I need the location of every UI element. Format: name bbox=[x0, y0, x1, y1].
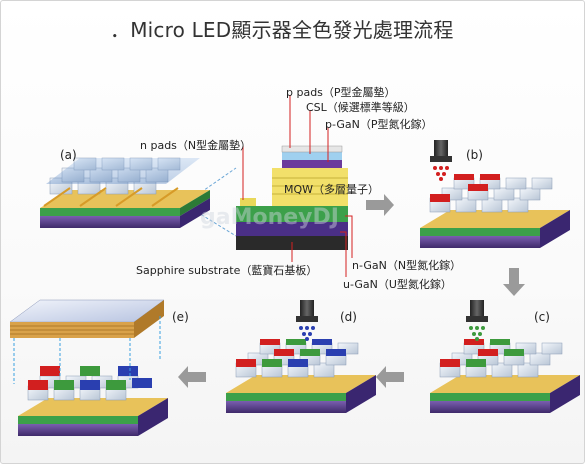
array-a bbox=[40, 157, 210, 228]
zoom-guide-bottom bbox=[196, 211, 237, 237]
panel-label-d: (d) bbox=[340, 310, 357, 324]
u-gan-layer bbox=[236, 222, 348, 236]
label-mqw: MQW（多層量子） bbox=[284, 183, 380, 196]
label-n-gan: n-GaN（N型氮化鎵） bbox=[352, 259, 462, 272]
figure-title: ．Micro LED顯示器全色發光處理流程 bbox=[110, 18, 454, 42]
p-gan-layer bbox=[282, 160, 342, 168]
green-transfer-head bbox=[466, 300, 488, 341]
label-csl: CSL（候選標準等級） bbox=[306, 101, 415, 114]
n-gan-layer bbox=[236, 206, 348, 222]
display-plate bbox=[9, 299, 165, 338]
array-c bbox=[430, 339, 580, 413]
cross-section bbox=[236, 145, 348, 250]
mqw-layer bbox=[272, 168, 348, 206]
blue-transfer-head bbox=[296, 300, 318, 341]
label-p-pads: p pads（P型金屬墊） bbox=[286, 86, 396, 99]
arrow-d-to-e bbox=[178, 366, 206, 388]
label-n-pads: n pads（N型金屬墊） bbox=[140, 139, 252, 152]
watermark: gaMoneyDJ bbox=[200, 205, 339, 230]
bonding-guides bbox=[13, 316, 161, 384]
array-e bbox=[18, 366, 168, 436]
arrow-c-to-d bbox=[376, 366, 404, 388]
csl-layer bbox=[282, 152, 342, 160]
process-arrows bbox=[178, 194, 525, 388]
array-d bbox=[226, 339, 376, 413]
panel-label-e: (e) bbox=[172, 310, 189, 324]
arrow-b-to-c bbox=[503, 268, 525, 296]
label-u-gan: u-GaN（U型氮化鎵） bbox=[343, 278, 452, 291]
n-pad bbox=[240, 198, 256, 206]
label-sapphire: Sapphire substrate（藍寶石基板） bbox=[136, 264, 318, 277]
panel-label-b: (b) bbox=[466, 148, 483, 162]
array-b bbox=[420, 174, 570, 248]
panel-label-c: (c) bbox=[534, 310, 550, 324]
label-p-gan: p-GaN（P型氮化鎵） bbox=[325, 118, 433, 131]
arrow-a-to-b bbox=[366, 194, 394, 216]
p-pad bbox=[281, 145, 343, 153]
panel-label-a: (a) bbox=[60, 148, 77, 162]
leader-lines bbox=[242, 95, 353, 277]
red-transfer-head bbox=[430, 140, 452, 181]
